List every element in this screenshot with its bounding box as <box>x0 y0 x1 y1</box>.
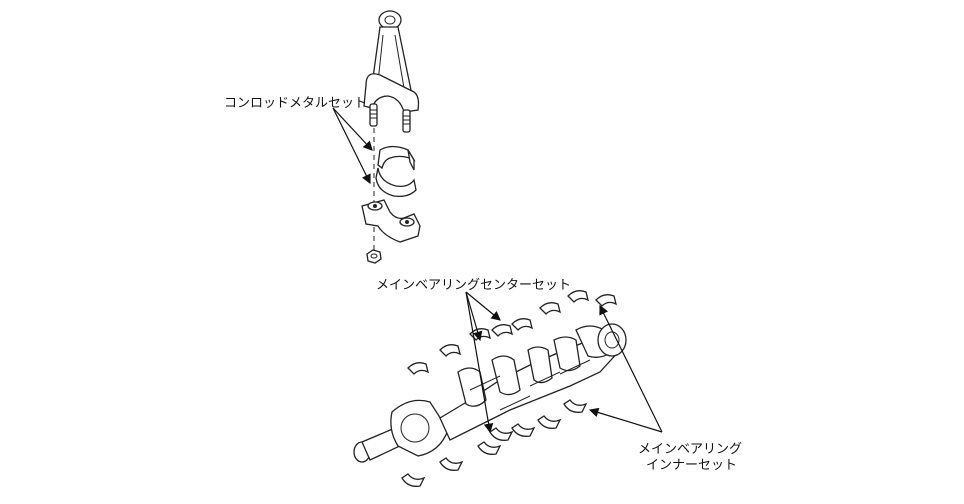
main-bearing-inner-set-label-line2: インナーセット <box>646 458 738 473</box>
conrod-arrow-1 <box>332 107 373 151</box>
main-bearing-center-set-label: メインベアリングセンターセット <box>376 278 572 293</box>
conrod-cap <box>361 199 421 243</box>
center-set-arrow-1 <box>465 291 501 321</box>
inner-set-arrow-2 <box>588 407 663 433</box>
center-set-arrow-2 <box>465 291 483 342</box>
center-set-arrow-3 <box>465 291 494 434</box>
connecting-rod <box>363 10 420 133</box>
main-bearing-lower-row <box>401 399 588 487</box>
conrod-nut <box>366 249 382 264</box>
conrod-arrow-2 <box>332 107 371 185</box>
conrod-bearing-lower <box>375 167 417 198</box>
conrod-bearing-upper <box>377 145 416 171</box>
crankshaft <box>353 323 627 463</box>
inner-set-arrow-1 <box>599 304 663 433</box>
main-bearing-inner-set-label-line1: メインベアリング <box>638 442 743 457</box>
conrod-metal-set-label: コンロッドメタルセット <box>224 96 368 111</box>
